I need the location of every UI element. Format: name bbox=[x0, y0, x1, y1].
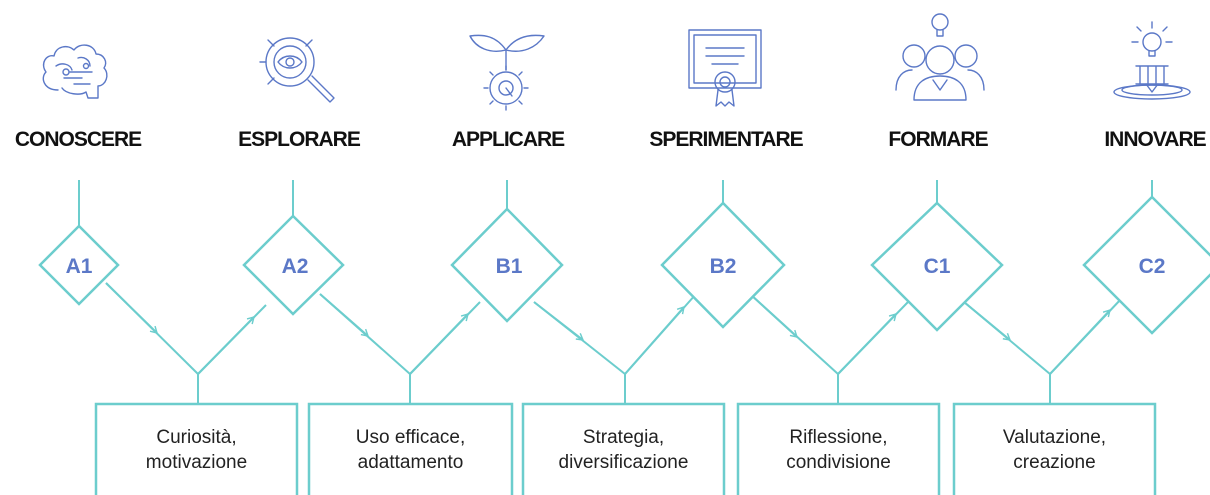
brain-icon bbox=[42, 44, 108, 99]
outcome-line: motivazione bbox=[145, 451, 248, 473]
level-diamond-b2 bbox=[660, 201, 786, 329]
group-idea-icon bbox=[895, 13, 985, 101]
outcome-text-1: Curiosità, motivazione bbox=[96, 404, 297, 495]
level-diamond-a2 bbox=[242, 214, 345, 316]
level-label-c1: C1 bbox=[924, 255, 951, 278]
outcome-text-5: Valutazione, creazione bbox=[954, 404, 1155, 495]
outcome-text-2: Uso efficace, adattamento bbox=[309, 404, 512, 495]
level-diamond-a1 bbox=[38, 224, 120, 306]
level-label-b2: B2 bbox=[710, 255, 737, 278]
magnifier-eye-icon bbox=[259, 37, 335, 103]
stage-title-innovare: INNOVARE bbox=[1104, 128, 1206, 151]
stage-title-formare: FORMARE bbox=[888, 128, 988, 151]
certificate-icon bbox=[688, 29, 762, 107]
outcome-text-3: Strategia, diversificazione bbox=[523, 404, 724, 495]
outcome-line: Valutazione, bbox=[1002, 426, 1107, 448]
level-label-a1: A1 bbox=[66, 255, 93, 278]
outcome-line: creazione bbox=[1013, 451, 1096, 473]
outcome-box-1 bbox=[94, 402, 299, 495]
outcome-box-4 bbox=[736, 402, 941, 495]
stage-title-sperimentare: SPERIMENTARE bbox=[649, 128, 803, 151]
stage-title-conoscere: CONOSCERE bbox=[14, 128, 142, 151]
outcome-line: diversificazione bbox=[558, 451, 689, 473]
outcome-box-3 bbox=[521, 402, 726, 495]
outcome-line: Strategia, bbox=[582, 426, 665, 448]
outcome-line: Uso efficace, bbox=[355, 426, 466, 448]
outcome-box-2 bbox=[307, 402, 514, 495]
level-diamond-c2 bbox=[1082, 195, 1210, 335]
stage-title-applicare: APPLICARE bbox=[451, 128, 565, 151]
level-label-c2: C2 bbox=[1139, 255, 1166, 278]
level-label-b1: B1 bbox=[496, 255, 523, 278]
level-diamond-b1 bbox=[450, 207, 564, 323]
lightbulb-podium-icon bbox=[1113, 21, 1191, 100]
level-diamond-c1 bbox=[870, 201, 1004, 332]
outcome-line: condivisione bbox=[786, 451, 891, 473]
outcome-line: Curiosità, bbox=[156, 426, 237, 448]
outcome-text-4: Riflessione, condivisione bbox=[738, 404, 939, 495]
connector-lines bbox=[78, 180, 1153, 404]
outcome-line: Riflessione, bbox=[789, 426, 888, 448]
level-label-a2: A2 bbox=[282, 255, 309, 278]
stage-title-esplorare: ESPLORARE bbox=[238, 128, 361, 151]
outcome-line: adattamento bbox=[357, 451, 464, 473]
sprout-gear-icon bbox=[469, 34, 545, 111]
outcome-box-5 bbox=[952, 402, 1157, 495]
